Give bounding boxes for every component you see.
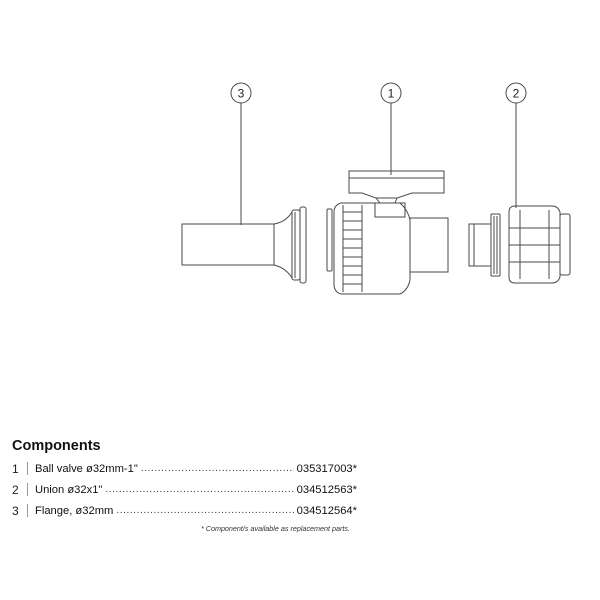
leader-dots (141, 463, 294, 474)
component-name: Union ø32x1" (35, 483, 103, 496)
component-name: Flange, ø32mm (35, 504, 114, 517)
leader-dots (116, 505, 293, 516)
leader-dots (105, 484, 293, 495)
component-row: 3 Flange, ø32mm 034512564* (12, 500, 357, 521)
callout-3-label: 3 (238, 87, 245, 101)
union-part (468, 205, 571, 284)
divider (27, 504, 28, 517)
component-row: 1 Ball valve ø32mm-1" 035317003* (12, 458, 357, 479)
flange-part (181, 206, 333, 284)
callout-1-label: 1 (388, 87, 395, 101)
components-title: Components (12, 438, 101, 454)
divider (27, 462, 28, 475)
ball-valve-part (333, 170, 449, 295)
callout-1 (380, 82, 402, 175)
callout-3 (230, 82, 252, 225)
component-code: 034512564* (296, 504, 357, 517)
exploded-parts-diagram: 3 1 2 (181, 82, 571, 295)
components-list: 1 Ball valve ø32mm-1" 035317003* 2 Union… (12, 458, 357, 521)
divider (27, 483, 28, 496)
component-row: 2 Union ø32x1" 034512563* (12, 479, 357, 500)
component-code: 034512563* (296, 483, 357, 496)
callout-2-label: 2 (513, 87, 520, 101)
callout-2 (505, 82, 527, 208)
component-number: 1 (12, 461, 19, 476)
component-number: 3 (12, 503, 19, 518)
replacement-parts-footnote: * Component/s available as replacement p… (200, 524, 350, 533)
component-code: 035317003* (296, 462, 357, 475)
component-name: Ball valve ø32mm-1" (35, 462, 138, 475)
component-number: 2 (12, 482, 19, 497)
